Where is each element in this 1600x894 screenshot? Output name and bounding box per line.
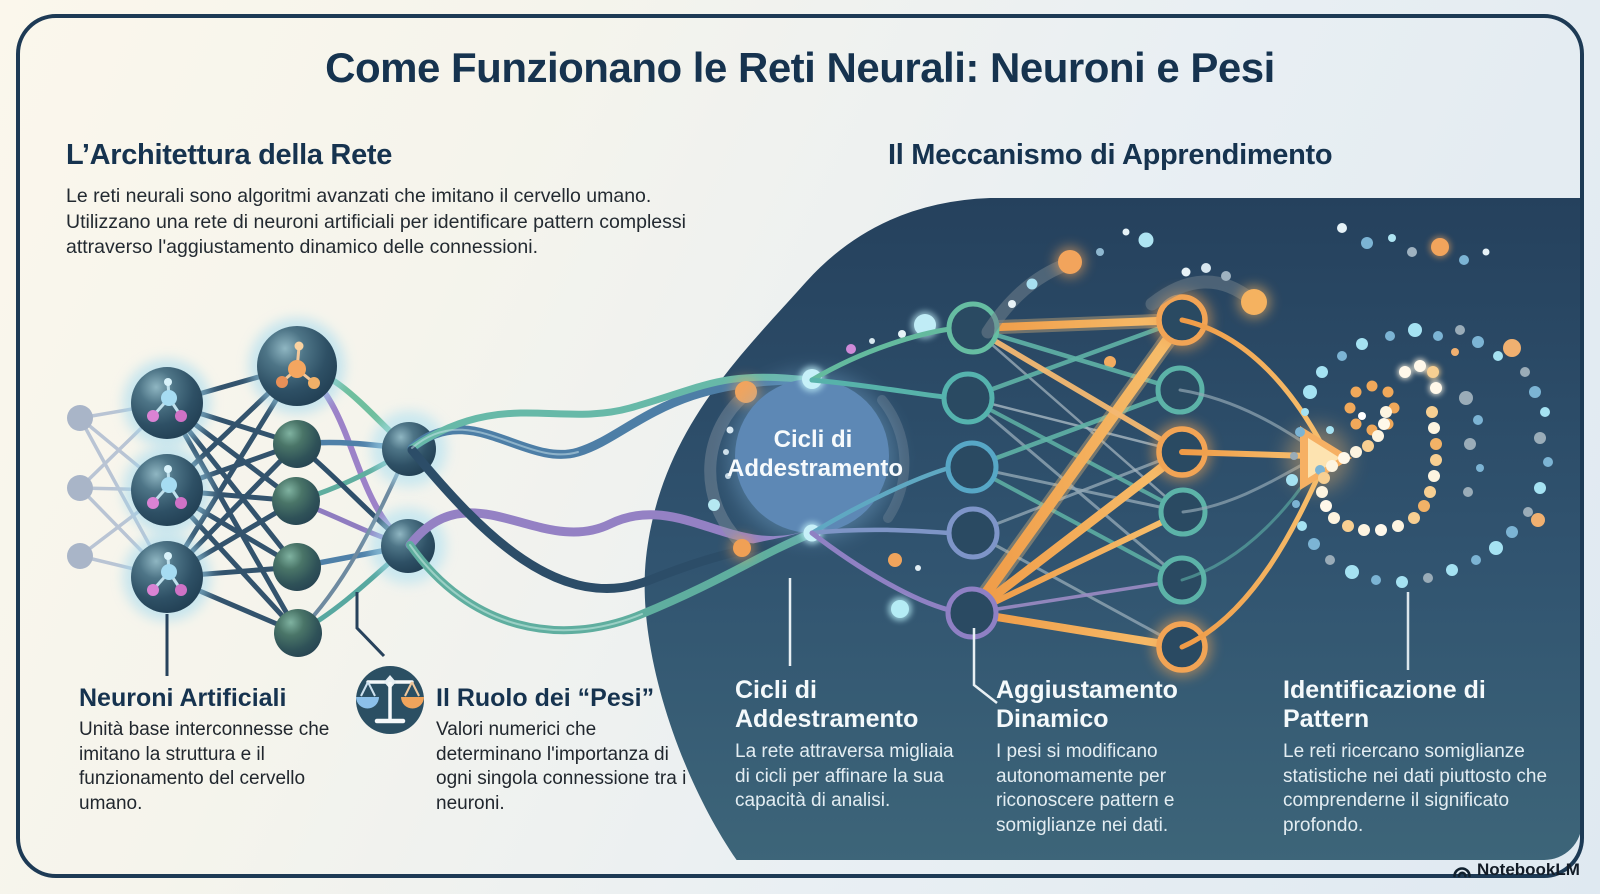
pattern-shape-dots-core <box>1316 360 1442 536</box>
architecture-heading: L’Architettura della Rete <box>66 139 393 171</box>
learning-heading: Il Meccanismo di Apprendimento <box>888 139 1333 171</box>
annotation-weights-body: Valori numerici che determinano l'import… <box>436 719 687 815</box>
training-circle-label: Cicli di Addestramento <box>727 425 904 484</box>
annotation-connectors <box>165 578 1410 704</box>
scale-icon <box>356 666 424 734</box>
input-nodes <box>67 405 93 569</box>
layer-a-nodes <box>941 301 1000 640</box>
left-network <box>67 318 447 657</box>
annotation-neurons-title: Neuroni Artificiali <box>79 684 287 712</box>
annotation-adjustment-title: Aggiustamento Dinamico <box>996 676 1178 733</box>
annotation-cycles-body: La rete attraversa migliaia di cicli per… <box>735 741 954 812</box>
annotation-pattern-title: Identificazione di Pattern <box>1283 676 1486 733</box>
comet-trails <box>981 223 1490 339</box>
active-molecule-icon <box>276 341 320 389</box>
annotation-adjustment-body: I pesi si modificano autonomamente per r… <box>996 741 1175 837</box>
page-title: Come Funzionano le Reti Neurali: Neuroni… <box>325 44 1275 91</box>
notebooklm-logo-icon <box>1453 866 1471 877</box>
architecture-description: Le reti neurali sono algoritmi avanzati … <box>66 185 686 259</box>
neuron-nodes <box>123 318 345 621</box>
pattern-glyph <box>1286 323 1553 588</box>
annotation-cycles-title: Cicli di Addestramento <box>735 676 919 733</box>
pattern-cloud-dots <box>1286 323 1553 588</box>
annotation-weights-title: Il Ruolo dei “Pesi” <box>436 684 655 712</box>
flow-ribbons <box>405 373 815 635</box>
circle-to-layer-edges <box>809 326 953 613</box>
learning-panel-blob <box>644 198 1582 860</box>
weight-edges <box>963 311 1191 651</box>
training-circle-line2: Addestramento <box>727 455 904 483</box>
brand-lockup: NotebookLM <box>1452 860 1580 880</box>
training-circle-line1: Cicli di <box>773 426 853 453</box>
annotation-neurons-body: Unità base interconnesse che imitano la … <box>79 719 330 815</box>
brand-name: NotebookLM <box>1477 860 1580 879</box>
annotation-pattern-body: Le reti ricercano somiglianze statistich… <box>1283 741 1548 837</box>
molecule-icon <box>147 378 187 596</box>
hidden-nodes <box>272 420 322 657</box>
